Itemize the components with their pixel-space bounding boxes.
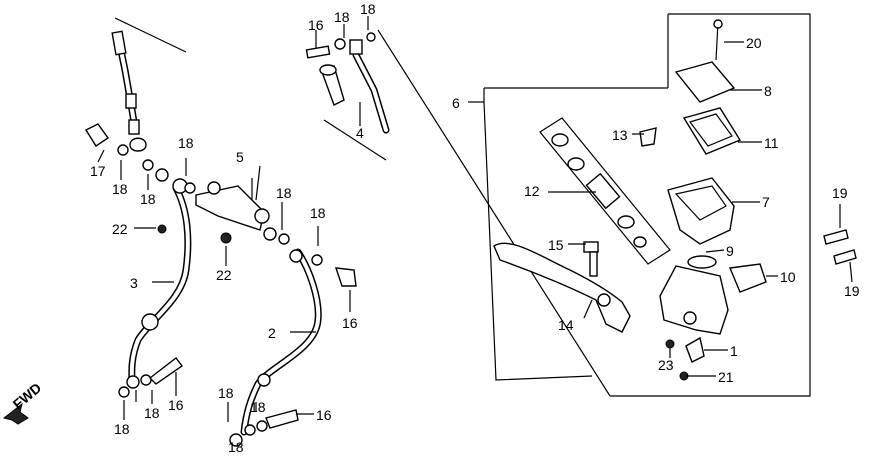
fwd-arrow-icon: FWD [2, 380, 45, 425]
label-18-h: 18 [114, 421, 130, 437]
part-4-hose [305, 32, 390, 161]
label-9: 9 [726, 243, 734, 259]
brake-lever [493, 242, 631, 333]
piston-kit [539, 117, 671, 265]
part-19-bolts [823, 229, 857, 265]
leader-lines [97, 16, 853, 422]
label-13: 13 [612, 127, 628, 143]
label-16-d: 16 [316, 407, 332, 423]
upper-brake-hose [111, 17, 187, 152]
part-5-joint [195, 178, 290, 245]
part-2-hose [157, 224, 357, 447]
label-18-l: 18 [228, 439, 244, 455]
label-19-a: 19 [832, 185, 848, 201]
label-18-a: 18 [334, 9, 350, 25]
label-17: 17 [90, 163, 106, 179]
label-16-c: 16 [168, 397, 184, 413]
label-18-c: 18 [178, 135, 194, 151]
label-23: 23 [658, 357, 674, 373]
label-5: 5 [236, 149, 244, 165]
label-11: 11 [764, 135, 779, 151]
pivot-bolt [583, 241, 599, 277]
label-20: 20 [746, 35, 762, 51]
part-13-cap [639, 127, 657, 147]
label-15: 15 [548, 237, 564, 253]
label-8: 8 [764, 83, 772, 99]
part-3-hose [84, 123, 196, 398]
label-14: 14 [558, 317, 574, 333]
label-2: 2 [268, 325, 276, 341]
label-18-j: 18 [218, 385, 234, 401]
label-1: 1 [730, 343, 738, 359]
label-22-b: 22 [216, 267, 232, 283]
label-18-g: 18 [310, 205, 326, 221]
master-cylinder-frame [377, 13, 811, 397]
label-4: 4 [356, 125, 364, 141]
label-18-e: 18 [140, 191, 156, 207]
label-21: 21 [718, 369, 734, 385]
label-16-b: 16 [342, 315, 358, 331]
label-18-d: 18 [112, 181, 128, 197]
label-18-i: 18 [144, 405, 160, 421]
label-3: 3 [130, 275, 138, 291]
label-18-k: 18 [250, 399, 266, 415]
label-18-b: 18 [360, 1, 376, 17]
label-22-a: 22 [112, 221, 128, 237]
label-6: 6 [452, 95, 460, 111]
label-16-a: 16 [308, 17, 324, 33]
label-18-f: 18 [276, 185, 292, 201]
master-cylinder-body [659, 255, 767, 381]
label-10: 10 [780, 269, 796, 285]
fwd-label: FWD [10, 380, 45, 413]
label-12: 12 [524, 183, 540, 199]
callout-labels: 1 2 3 4 5 6 7 8 9 10 11 12 13 14 15 16 1… [90, 1, 860, 455]
reservoir-cover [667, 19, 742, 245]
label-19-b: 19 [844, 283, 860, 299]
label-7: 7 [762, 194, 770, 210]
